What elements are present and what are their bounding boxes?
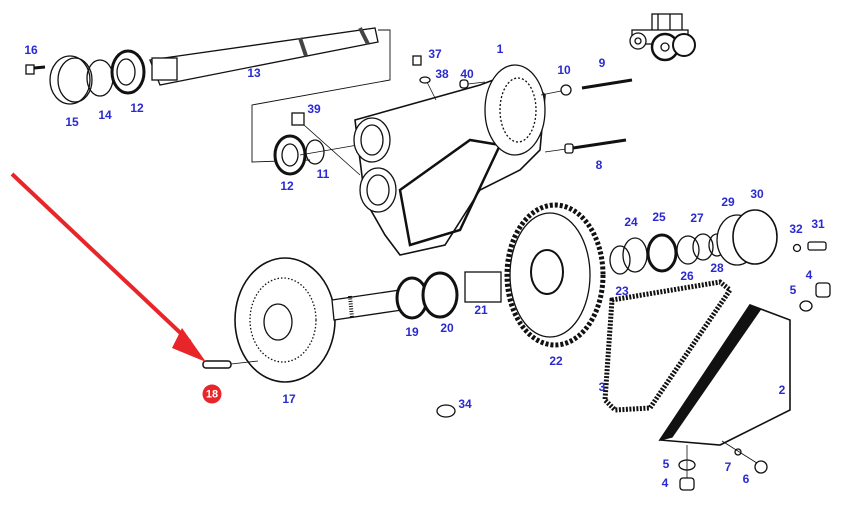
part-13-shaft (149, 27, 379, 86)
part-5-washer-lower (678, 459, 696, 471)
callout-22[interactable]: 22 (549, 354, 563, 368)
part-12-bearing-upper (110, 49, 146, 95)
part-7-washer (734, 448, 742, 456)
part-11-ring (305, 139, 325, 165)
callout-11[interactable]: 11 (316, 167, 330, 181)
highlighted-callout-18[interactable]: 18 (202, 384, 222, 404)
callout-17[interactable]: 17 (282, 392, 296, 406)
callout-10[interactable]: 10 (557, 63, 571, 77)
callout-5-upper[interactable]: 5 (789, 283, 797, 297)
callout-6[interactable]: 6 (742, 472, 750, 486)
part-16-bolt (25, 64, 46, 75)
part-1-housing (353, 64, 546, 256)
part-30-cover (732, 209, 778, 265)
callout-20[interactable]: 20 (440, 321, 454, 335)
part-37-bolt (412, 55, 422, 66)
part-6-bolt (754, 460, 768, 474)
callout-39[interactable]: 39 (307, 102, 321, 116)
part-5-washer-upper (799, 300, 813, 312)
callout-19[interactable]: 19 (405, 325, 419, 339)
part-27-shim (692, 233, 714, 261)
part-24-circlip (622, 237, 648, 273)
part-10-nut (560, 84, 572, 96)
part-23-circlip (609, 245, 631, 275)
callout-28[interactable]: 28 (710, 261, 724, 275)
part-25-bearing (646, 233, 678, 273)
callout-29[interactable]: 29 (721, 195, 735, 209)
callout-23[interactable]: 23 (615, 284, 629, 298)
callout-4-upper[interactable]: 4 (805, 268, 813, 282)
part-21-spacer (464, 271, 502, 303)
callout-5-lower[interactable]: 5 (662, 457, 670, 471)
callout-25[interactable]: 25 (652, 210, 666, 224)
part-26-shim (676, 235, 700, 265)
callout-26[interactable]: 26 (680, 269, 694, 283)
callout-16[interactable]: 16 (24, 43, 38, 57)
part-20-bearing (421, 271, 459, 319)
part-8-bolt (564, 143, 574, 154)
callout-34[interactable]: 34 (458, 397, 472, 411)
part-39-plug (291, 112, 305, 126)
tractor-icon (629, 13, 696, 62)
callout-27[interactable]: 27 (690, 211, 704, 225)
part-17-flange-shaft (234, 257, 403, 383)
callout-15[interactable]: 15 (65, 115, 79, 129)
part-4-plug-upper (815, 282, 831, 298)
part-12-bearing-lower (273, 134, 307, 176)
part-34-plug (436, 404, 456, 418)
callout-13[interactable]: 13 (247, 66, 261, 80)
callout-8[interactable]: 8 (595, 158, 603, 172)
part-15-cover (49, 55, 93, 105)
callout-2[interactable]: 2 (778, 383, 786, 397)
callout-30[interactable]: 30 (750, 187, 764, 201)
part-3-gasket (602, 279, 734, 413)
callout-37[interactable]: 37 (428, 47, 442, 61)
part-4-plug-lower (679, 477, 695, 491)
callout-21[interactable]: 21 (474, 303, 488, 317)
part-22-gear (504, 202, 606, 348)
part-9-stud (581, 78, 633, 90)
part-18-stud (202, 360, 232, 369)
callout-31[interactable]: 31 (811, 217, 825, 231)
part-2-cover (658, 304, 791, 446)
part-40-plug (459, 79, 469, 89)
callout-7[interactable]: 7 (724, 460, 732, 474)
callout-9[interactable]: 9 (598, 56, 606, 70)
highlight-arrow (10, 172, 206, 362)
part-32-washer (792, 243, 802, 253)
callout-4-lower[interactable]: 4 (661, 476, 669, 490)
callout-12-upper[interactable]: 12 (130, 101, 144, 115)
part-38-washer (419, 76, 431, 84)
part-31-bolt (807, 241, 827, 251)
callout-3[interactable]: 3 (598, 380, 606, 394)
callout-12-lower[interactable]: 12 (280, 179, 294, 193)
callout-38[interactable]: 38 (435, 67, 449, 81)
callout-24[interactable]: 24 (624, 215, 638, 229)
callout-1[interactable]: 1 (496, 42, 504, 56)
callout-40[interactable]: 40 (460, 67, 474, 81)
part-14-shim (86, 59, 114, 97)
callout-32[interactable]: 32 (789, 222, 803, 236)
callout-14[interactable]: 14 (98, 108, 112, 122)
